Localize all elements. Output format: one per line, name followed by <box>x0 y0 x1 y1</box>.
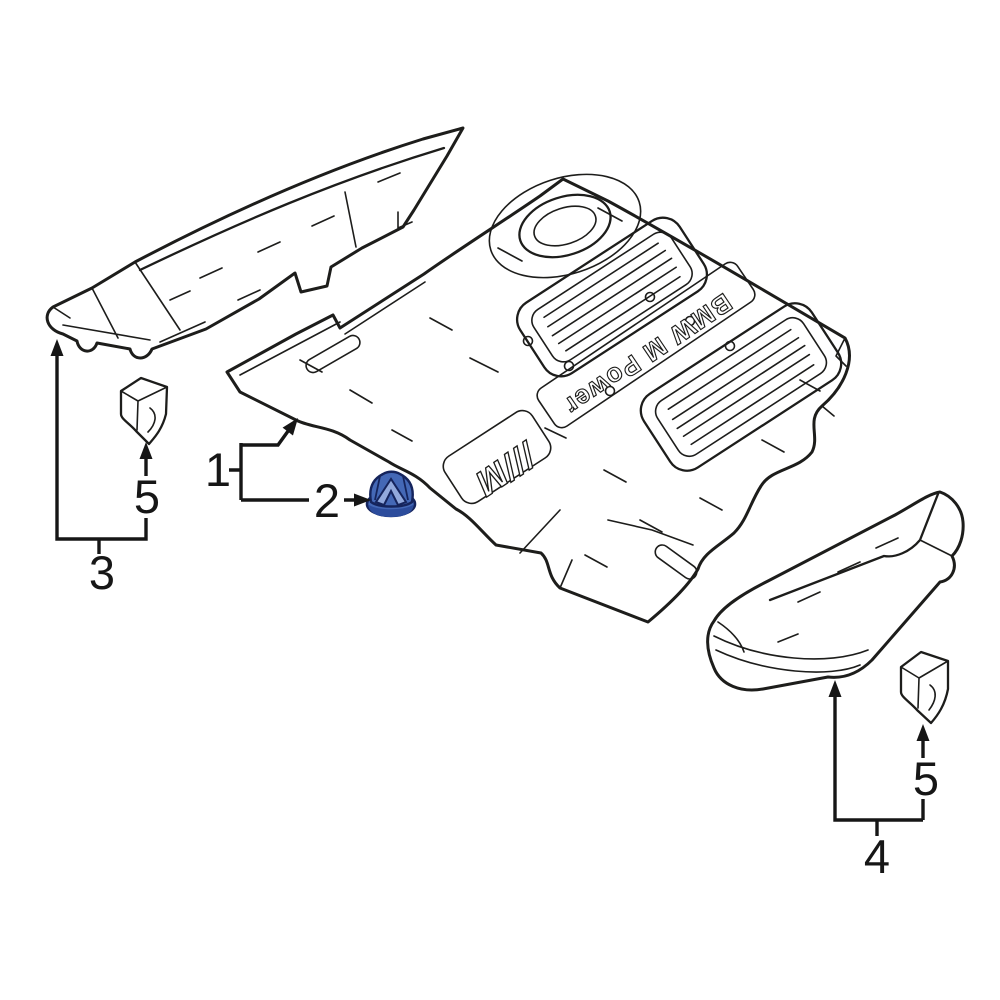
acoustic-cover-left-part3 <box>45 126 465 360</box>
oil-filler-cap <box>488 173 642 279</box>
grommet-chevron <box>374 477 408 507</box>
callout-line-1-2 <box>229 426 358 502</box>
engine-cover-outline <box>225 177 851 624</box>
callout-label-2: 2 <box>314 474 340 527</box>
clip-left-outline <box>119 376 169 446</box>
clip-right-outline <box>899 650 950 725</box>
engine-cover-part1: BMW M Power ///M <box>225 173 851 624</box>
grommet-facet-lines <box>374 475 409 501</box>
callout-arrow-5-left <box>139 442 153 459</box>
callouts: 1 2 3 5 4 5 <box>50 339 939 883</box>
callout-label-1: 1 <box>205 443 231 496</box>
callout-line-3-5 <box>55 349 148 554</box>
m-badge-text: ///M <box>468 433 546 504</box>
engine-cover-detail-lines <box>239 207 847 589</box>
m-power-badge-plate: ///M <box>442 409 552 505</box>
callout-label-3: 3 <box>89 546 115 599</box>
grommet-flange-shade <box>368 504 414 517</box>
callout-label-4: 4 <box>864 830 890 883</box>
cover-left-detail-lines <box>52 146 446 343</box>
cover-left-outline <box>45 126 465 360</box>
clip-right-details <box>900 660 949 711</box>
cover-right-detail-lines <box>713 492 953 673</box>
callout-arrow-1 <box>282 418 298 436</box>
highlighted-grommet-part2 <box>365 470 417 518</box>
clip-left-part5 <box>119 376 169 446</box>
clip-right-part5 <box>899 650 950 725</box>
callout-arrow-3 <box>50 339 64 356</box>
callout-arrow-5-right <box>916 724 930 741</box>
callout-line-4-5 <box>833 690 925 836</box>
callout-arrow-4 <box>828 680 842 697</box>
callout-arrow-2 <box>354 493 371 507</box>
acoustic-cover-right-part4 <box>706 490 965 692</box>
cover-right-outline <box>706 490 965 692</box>
clip-left-details <box>120 386 168 433</box>
callout-label-5-left: 5 <box>134 470 160 523</box>
intake-grille-upper <box>515 216 709 378</box>
intake-grille-lower <box>639 302 843 472</box>
callout-label-5-right: 5 <box>913 752 939 805</box>
